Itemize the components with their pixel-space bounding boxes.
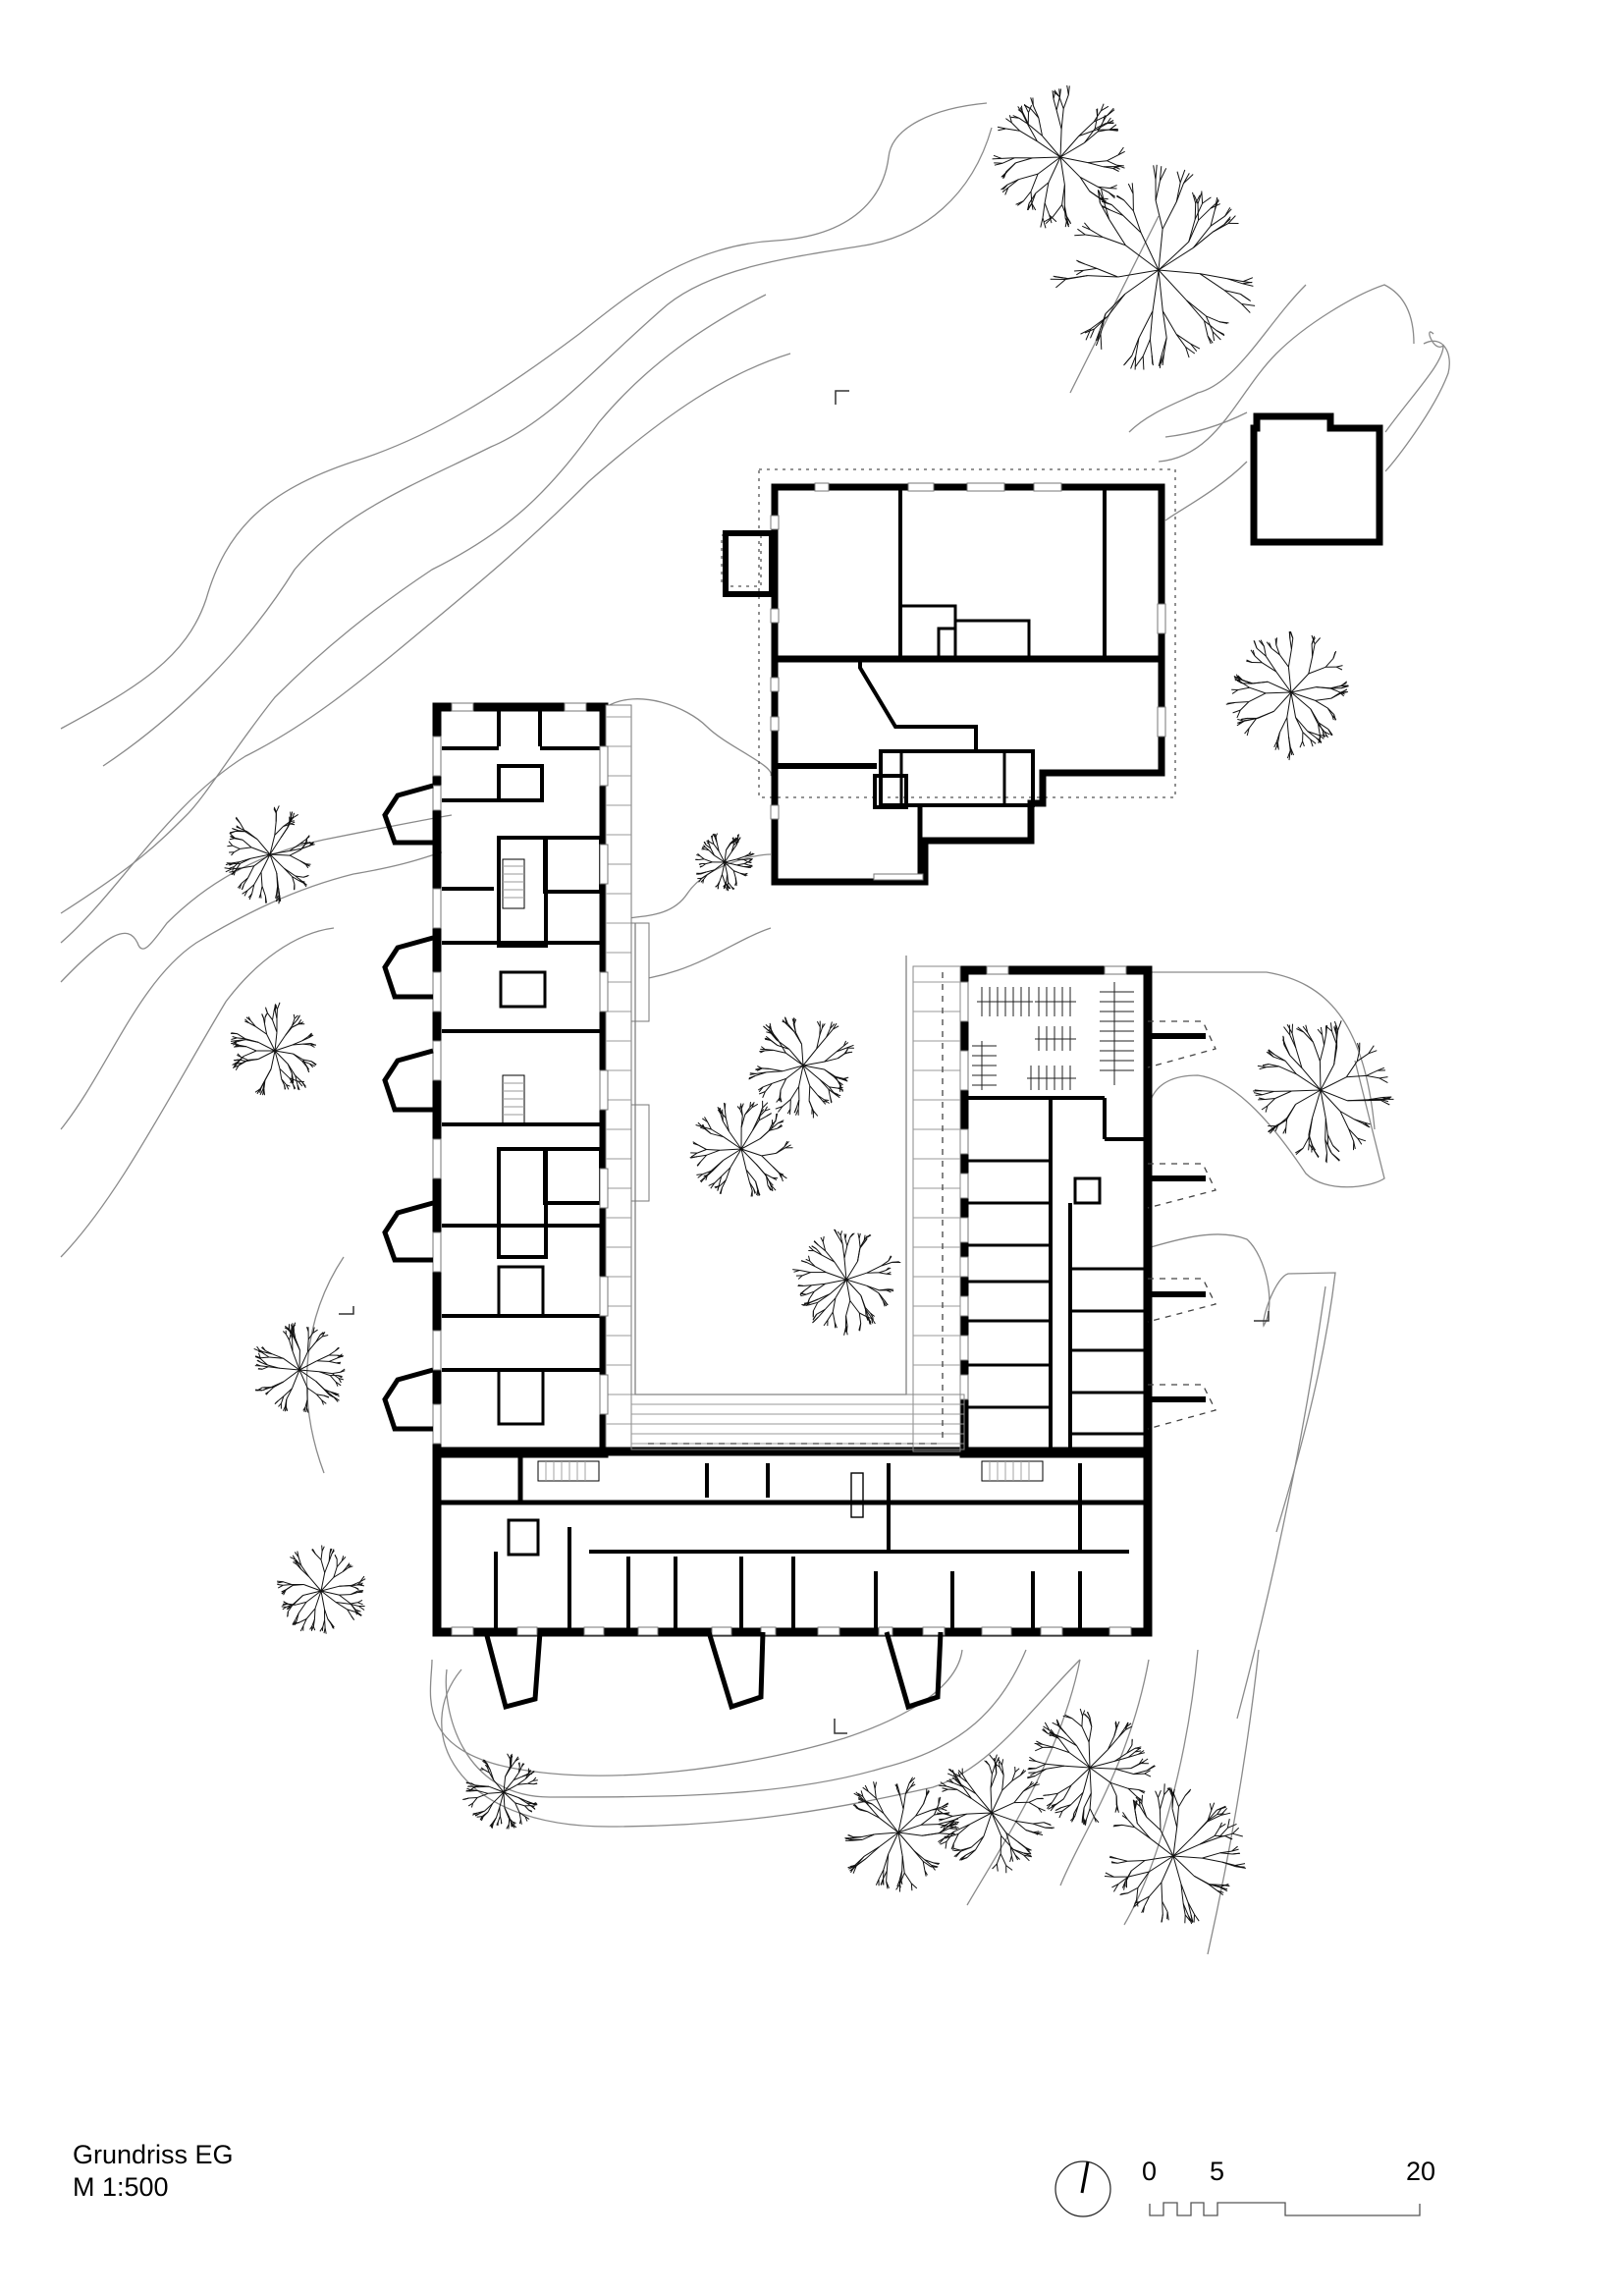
- section-markers: [339, 390, 1270, 1734]
- courtyard-gallery: [630, 923, 965, 1452]
- tree-icon: [1050, 164, 1256, 370]
- stair-icon: [502, 858, 525, 1125]
- drawing-scale: M 1:500: [73, 2172, 169, 2202]
- tree-icon: [462, 1753, 538, 1830]
- balconies-west: [382, 783, 434, 1432]
- tree-icon: [937, 1754, 1054, 1874]
- contour-lines: [60, 102, 1450, 1955]
- scale-label-20: 20: [1406, 2157, 1436, 2186]
- tree-icon: [689, 1100, 793, 1197]
- bike-rack-icons: [972, 982, 1134, 1090]
- drawing-title: Grundriss EG: [73, 2140, 234, 2169]
- scale-label-5: 5: [1210, 2157, 1225, 2186]
- east-canopies: [1147, 1020, 1216, 1430]
- tree-icon: [1027, 1708, 1156, 1826]
- title-block: Grundriss EG M 1:500: [73, 2139, 234, 2204]
- section-marker-top: [835, 390, 849, 405]
- south-wing: [432, 1447, 1153, 1711]
- existing-main-building: [721, 468, 1176, 886]
- tree-icon: [1225, 630, 1349, 761]
- north-arrow-icon: [1054, 2160, 1111, 2217]
- tree-icon: [792, 1229, 901, 1336]
- tree-icon: [748, 1016, 854, 1119]
- tree-icon: [695, 833, 755, 892]
- section-marker-right: [1254, 1311, 1270, 1322]
- scale-label-0: 0: [1142, 2157, 1158, 2186]
- trees: [224, 84, 1394, 1925]
- tree-icon: [253, 1322, 346, 1413]
- detached-building: [1250, 412, 1383, 546]
- tree-icon: [1253, 1020, 1394, 1164]
- section-marker-left: [339, 1306, 354, 1315]
- tree-icon: [224, 805, 315, 904]
- gallery-hatch: [606, 716, 631, 1425]
- west-wing: [382, 702, 650, 1458]
- tree-icon: [1104, 1783, 1246, 1925]
- stair-icon: [537, 1460, 1044, 1482]
- scale-bar: [1149, 2202, 1421, 2216]
- section-marker-bottom: [834, 1719, 847, 1734]
- east-wing: [959, 965, 1216, 1458]
- tree-icon: [277, 1545, 366, 1634]
- tree-icon: [230, 1002, 317, 1096]
